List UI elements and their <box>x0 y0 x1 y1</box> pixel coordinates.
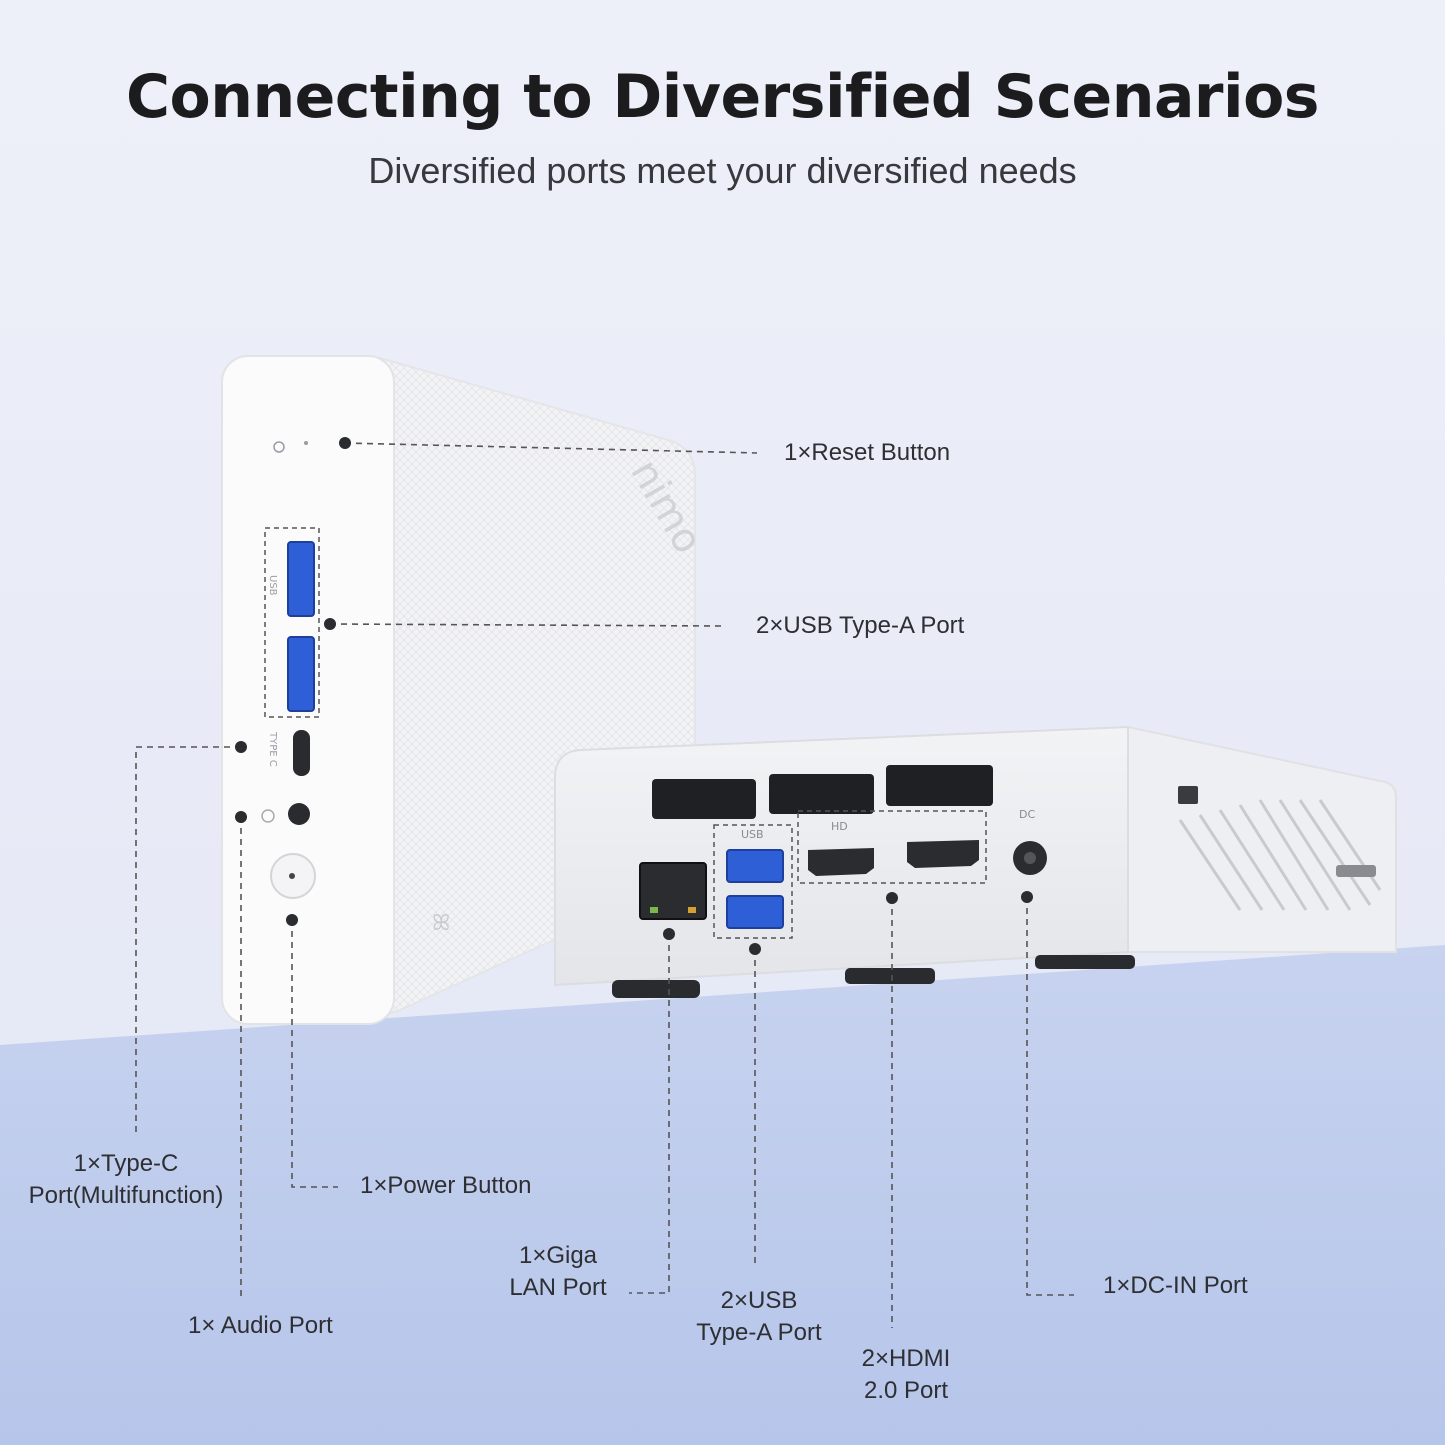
front-type-c-port <box>293 730 310 776</box>
desk-surface <box>0 945 1445 1445</box>
label-audio-port: 1× Audio Port <box>188 1312 333 1339</box>
label-rear-usb: 2×USB Type-A Port <box>686 1285 832 1349</box>
label-power-button: 1×Power Button <box>360 1172 532 1199</box>
label-rear-usb-line2: Type-A Port <box>696 1319 822 1346</box>
label-rear-usb-line1: 2×USB <box>720 1287 798 1314</box>
rear-dc-mark: DC <box>1019 808 1035 821</box>
rear-usb-port-1 <box>726 849 784 883</box>
page-subtitle: Diversified ports meet your diversified … <box>368 150 1077 191</box>
label-lan-port: 1×Giga LAN Port <box>500 1240 616 1304</box>
rear-usb-port-2 <box>726 895 784 929</box>
label-lan-line1: 1×Giga <box>518 1242 598 1269</box>
rear-hdmi-mark: HD <box>831 820 848 833</box>
rear-hdmi-highlight-box <box>797 810 987 884</box>
page-title: Connecting to Diversified Scenarios <box>125 62 1320 132</box>
front-usb-highlight-box <box>264 527 320 718</box>
rear-hdmi-port-2 <box>907 840 979 868</box>
label-hdmi: 2×HDMI 2.0 Port <box>840 1343 972 1407</box>
label-reset-button: 1×Reset Button <box>784 439 951 466</box>
vent-grilles <box>652 765 993 819</box>
front-typec-mark: TYPE C <box>267 731 278 767</box>
label-type-c-line2: Port(Multifunction) <box>28 1182 224 1209</box>
horizontal-mini-pc <box>554 725 1397 998</box>
svg-text:ꕤ: ꕤ <box>432 911 450 936</box>
front-usb-port-2 <box>287 636 315 712</box>
label-lan-line2: LAN Port <box>509 1274 607 1301</box>
label-type-c-line1: 1×Type-C <box>73 1150 179 1177</box>
label-dc-in: 1×DC-IN Port <box>1103 1272 1248 1299</box>
rear-hdmi-port-1 <box>808 848 874 876</box>
label-front-usb: 2×USB Type-A Port <box>756 612 965 639</box>
front-usb-mark: USB <box>267 575 278 596</box>
callout-lines <box>135 437 1074 1328</box>
label-hdmi-line1: 2×HDMI <box>861 1345 951 1372</box>
label-hdmi-line2: 2.0 Port <box>863 1377 949 1404</box>
label-type-c: 1×Type-C Port(Multifunction) <box>20 1148 232 1212</box>
front-audio-jack <box>288 803 310 825</box>
rear-lan-port <box>639 862 707 920</box>
rear-usb-mark: USB <box>741 828 764 841</box>
rear-usb-highlight-box <box>713 824 793 939</box>
front-usb-port-1 <box>287 541 315 617</box>
